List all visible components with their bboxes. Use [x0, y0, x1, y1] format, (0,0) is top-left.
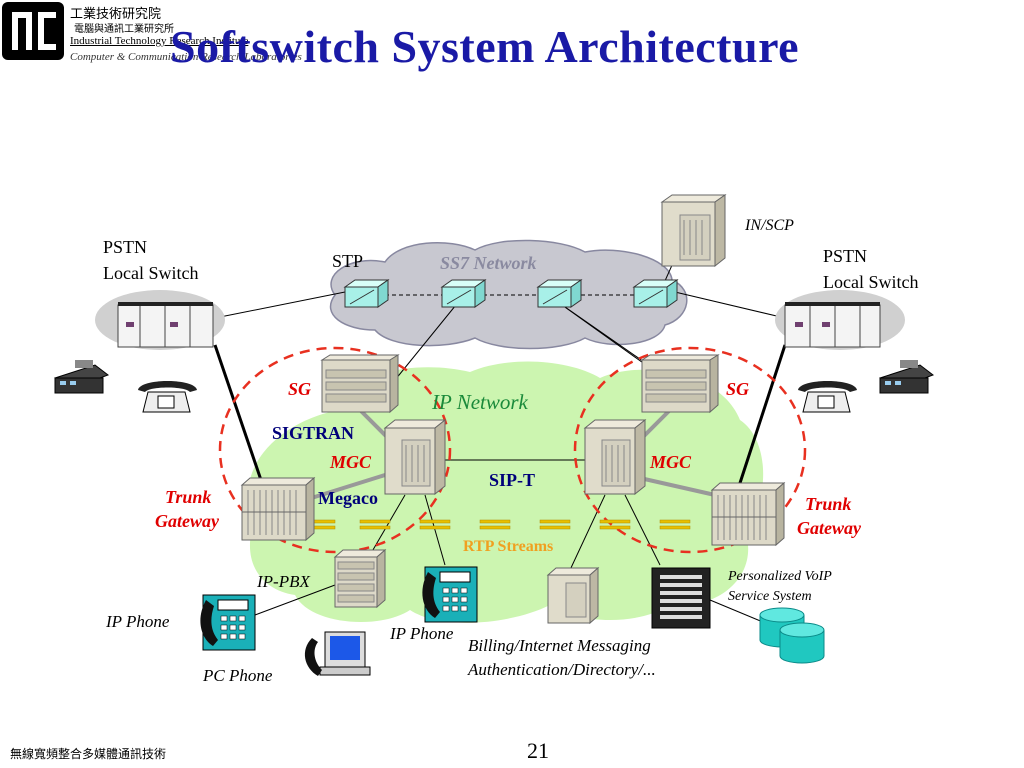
- label-billing-2: Authentication/Directory/...: [468, 660, 656, 679]
- line-pstn-trunk-left: [213, 344, 264, 484]
- label-voip-2: Service System: [728, 589, 812, 604]
- page-number: 21: [527, 738, 549, 763]
- footer-course-title: 無線寬頻整合多媒體通訊技術: [10, 747, 167, 761]
- label-billing-1: Billing/Internet Messaging: [468, 636, 651, 655]
- fax-right-icon: [879, 360, 935, 394]
- label-pc-phone: PC Phone: [203, 666, 273, 685]
- label-in-scp: IN/SCP: [745, 217, 794, 234]
- ip-pbx-icon: [333, 548, 387, 609]
- mgc-right-icon: [583, 418, 647, 496]
- org-chinese-subname: 電腦與通訊工業研究所: [74, 24, 174, 35]
- pc-phone-icon: [304, 631, 371, 676]
- label-trunk-right-2: Gateway: [797, 518, 861, 538]
- label-voip-1: Personalized VoIP: [728, 569, 832, 584]
- trunk-gateway-right-icon: [710, 481, 786, 547]
- label-mgc-left: MGC: [330, 452, 372, 472]
- stp-box-1: [343, 279, 390, 308]
- label-mgc-right: MGC: [650, 452, 692, 472]
- pstn-switch-left-icon: [95, 290, 225, 350]
- mgc-left-icon: [383, 418, 447, 496]
- stp-box-4: [632, 279, 679, 308]
- ip-phone-mid-icon: [422, 566, 478, 623]
- label-sigtran: SIGTRAN: [272, 423, 355, 443]
- line-pstn-right-stp: [674, 291, 786, 319]
- label-trunk-right-1: Trunk: [805, 494, 852, 514]
- label-pstn-right-1: PSTN: [823, 246, 868, 266]
- pstn-switch-right-icon: [775, 290, 905, 350]
- org-english-name: Industrial Technology Research Institute: [70, 35, 249, 47]
- ss7-network-cloud: [329, 239, 688, 350]
- itri-logo: [2, 2, 64, 60]
- gray-links: [304, 408, 716, 502]
- fax-left-icon: [54, 360, 110, 394]
- label-ip-phone-left: IP Phone: [106, 612, 170, 631]
- line-stp-sg-left: [394, 299, 461, 381]
- thick-links: [213, 344, 787, 484]
- dashed-circle-right: [573, 346, 807, 554]
- rtp-stream-bars: [304, 519, 691, 530]
- label-pstn-left-2: Local Switch: [103, 263, 199, 283]
- line-mgc-voip: [624, 494, 661, 566]
- label-rtp-streams: RTP Streams: [463, 538, 554, 555]
- line-mgc-trunk-left: [304, 473, 386, 502]
- ip-phone-left-icon: [200, 594, 256, 651]
- line-mgc-trunk-right: [639, 476, 716, 497]
- line-ippbx-ipphone: [254, 584, 336, 616]
- slide-title: Softswitch System Architecture: [170, 21, 800, 72]
- stp-box-3: [536, 279, 583, 308]
- database-icon: [759, 607, 825, 664]
- billing-server-icon: [546, 566, 600, 625]
- sg-left-icon: [320, 354, 400, 414]
- dashed-circles: [218, 346, 807, 554]
- label-ip-phone-mid: IP Phone: [390, 624, 454, 643]
- sg-right-icon: [640, 354, 720, 414]
- phone-right-icon: [798, 381, 857, 413]
- label-ss7-network: SS7 Network: [440, 253, 537, 273]
- inscp-server-icon: [660, 194, 727, 268]
- org-chinese-name: 工業技術研究院: [70, 7, 162, 22]
- phone-left-icon: [138, 381, 197, 413]
- org-english-subname: Computer & Communication Research Labora…: [70, 51, 302, 63]
- label-megaco: Megaco: [318, 488, 378, 508]
- line-pstn-left-stp: [214, 291, 346, 319]
- stp-box-2: [440, 279, 487, 308]
- label-pstn-right-2: Local Switch: [823, 272, 919, 292]
- label-sip-t: SIP-T: [489, 470, 536, 490]
- voip-service-server-icon: [651, 567, 711, 629]
- line-mgc-billing: [569, 494, 606, 571]
- trunk-gateway-left-icon: [240, 476, 316, 542]
- line-mgc-ipphone: [424, 494, 446, 566]
- label-ip-network: IP Network: [432, 390, 528, 414]
- label-stp: STP: [332, 251, 364, 271]
- line-pstn-trunk-right: [738, 344, 787, 484]
- dashed-circle-left: [218, 346, 452, 554]
- label-sg-right: SG: [726, 379, 750, 399]
- stp-boxes: [343, 279, 679, 308]
- label-sg-left: SG: [288, 379, 312, 399]
- label-trunk-left-2: Gateway: [155, 511, 219, 531]
- label-trunk-left-1: Trunk: [165, 487, 212, 507]
- label-pstn-left-1: PSTN: [103, 237, 148, 257]
- label-ip-pbx: IP-PBX: [257, 572, 310, 591]
